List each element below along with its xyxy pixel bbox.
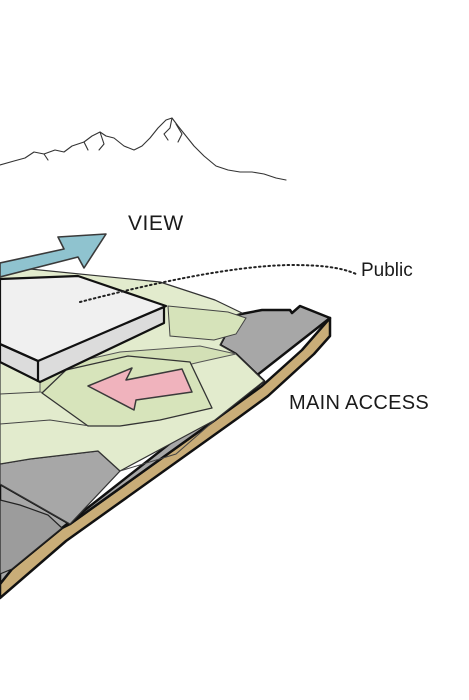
main-access-label: MAIN ACCESS xyxy=(289,392,429,414)
building xyxy=(0,274,168,384)
public-leader-line xyxy=(79,263,357,303)
site-lines xyxy=(0,391,216,472)
green-upper-plot xyxy=(167,305,247,341)
arrow-up-right-icon xyxy=(0,233,107,278)
view-label: VIEW xyxy=(128,212,184,235)
arrow-left-icon xyxy=(87,367,193,411)
public-label: Public xyxy=(361,260,413,281)
mountain-range-icon xyxy=(0,117,287,181)
paved-corner xyxy=(0,499,63,575)
